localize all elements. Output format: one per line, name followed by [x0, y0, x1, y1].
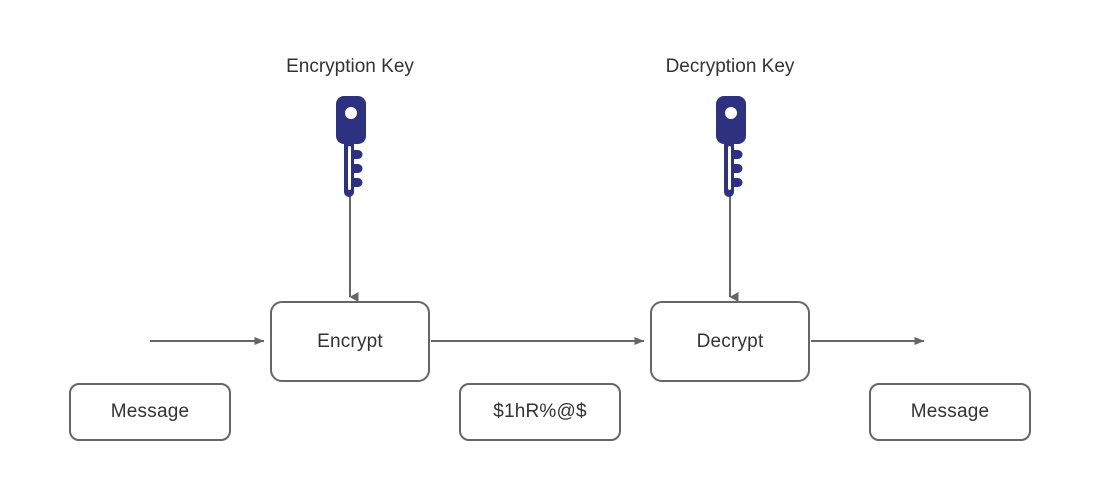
ciphertext-box[interactable]: $1hR%@$ — [459, 383, 621, 441]
encryption-key-icon — [336, 96, 366, 197]
decryption-key-icon — [716, 96, 746, 197]
input-message-box[interactable]: Message — [69, 383, 231, 441]
decryption-key-label: Decryption Key — [665, 56, 795, 77]
decrypt-process-box[interactable]: Decrypt — [650, 301, 810, 382]
encryption-key-label: Encryption Key — [286, 56, 414, 77]
encrypt-process-box[interactable]: Encrypt — [270, 301, 430, 382]
output-message-box[interactable]: Message — [869, 383, 1031, 441]
